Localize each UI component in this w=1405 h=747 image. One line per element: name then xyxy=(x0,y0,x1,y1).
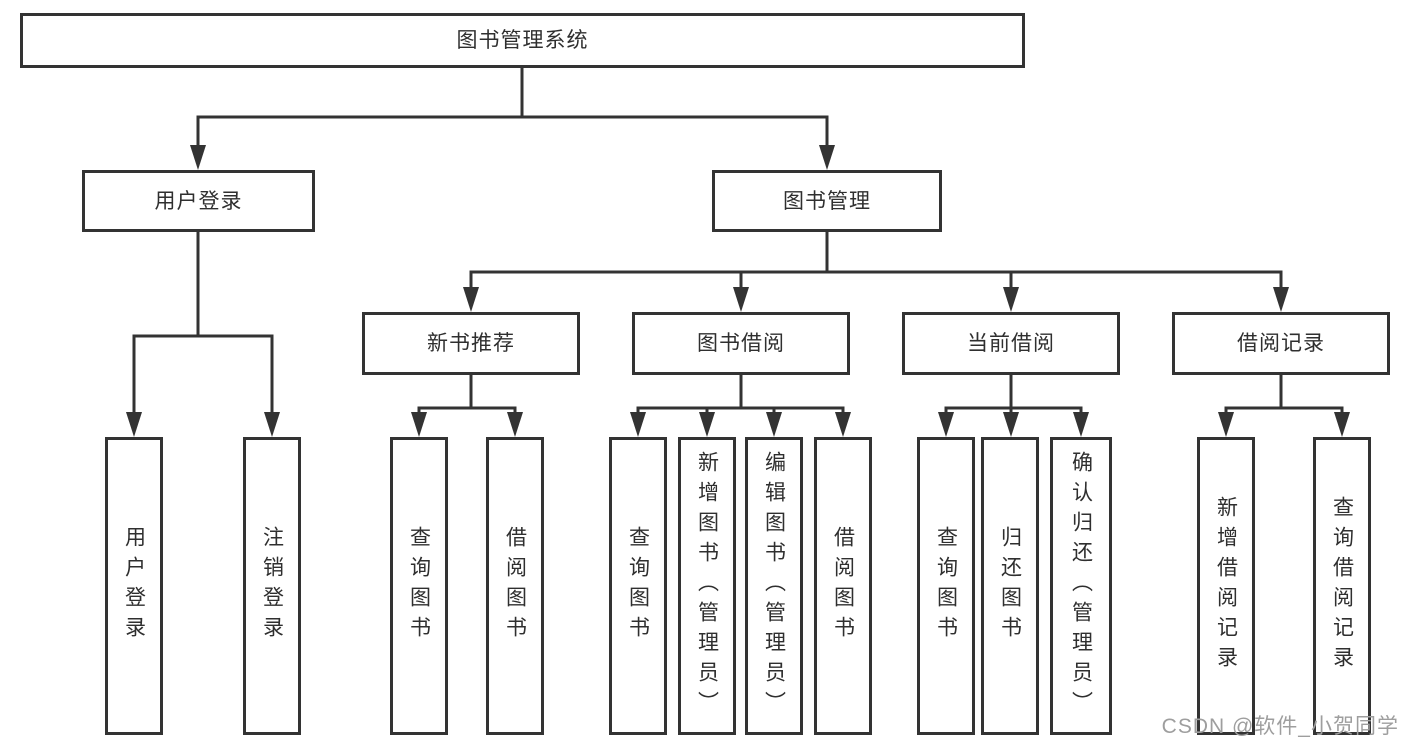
node-current-borrowing: 当前借阅 xyxy=(902,312,1120,375)
connector-current-borrow-children xyxy=(938,373,1089,437)
node-leaf-logout: 注销登录 xyxy=(243,437,301,735)
connector-root-to-level2 xyxy=(190,66,835,170)
connector-book-management-to-level3 xyxy=(463,230,1289,312)
node-user-login: 用户登录 xyxy=(82,170,315,232)
node-leaf-query-borrow-record: 查询借阅记录 xyxy=(1313,437,1371,735)
node-leaf-user-login: 用户登录 xyxy=(105,437,163,735)
connector-borrow-record-children xyxy=(1218,373,1350,437)
connector-new-book-rec-children xyxy=(411,373,523,437)
node-borrowing-records: 借阅记录 xyxy=(1172,312,1390,375)
node-leaf-confirm-return-admin: 确认归还（管理员） xyxy=(1050,437,1112,735)
node-leaf-query-books-current: 查询图书 xyxy=(917,437,975,735)
node-book-borrowing: 图书借阅 xyxy=(632,312,850,375)
node-leaf-borrow-books-rec: 借阅图书 xyxy=(486,437,544,735)
node-leaf-add-books-admin: 新增图书（管理员） xyxy=(678,437,736,735)
connector-user-login-children xyxy=(126,230,280,437)
node-leaf-add-borrow-record: 新增借阅记录 xyxy=(1197,437,1255,735)
node-new-book-recommendation: 新书推荐 xyxy=(362,312,580,375)
node-leaf-return-books: 归还图书 xyxy=(981,437,1039,735)
watermark: CSDN @软件_小贺同学 xyxy=(1161,715,1399,738)
connector-book-borrow-children xyxy=(630,373,851,437)
node-leaf-borrow-books: 借阅图书 xyxy=(814,437,872,735)
node-leaf-query-books-borrow: 查询图书 xyxy=(609,437,667,735)
node-book-management: 图书管理 xyxy=(712,170,942,232)
node-leaf-edit-books-admin: 编辑图书（管理员） xyxy=(745,437,803,735)
node-library-management-system: 图书管理系统 xyxy=(20,13,1025,68)
node-leaf-query-books-rec: 查询图书 xyxy=(390,437,448,735)
